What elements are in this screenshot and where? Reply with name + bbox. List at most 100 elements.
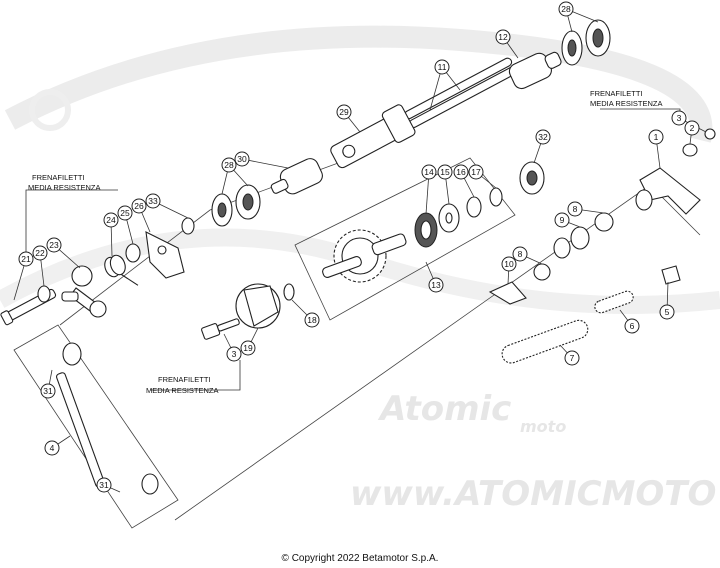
callout-31-lower: 31	[96, 477, 112, 493]
svg-text:13: 13	[431, 280, 441, 290]
svg-text:4: 4	[50, 443, 55, 453]
svg-text:32: 32	[538, 132, 548, 142]
callout-18: 16	[453, 164, 469, 180]
svg-text:11: 11	[438, 62, 447, 72]
svg-text:33: 33	[148, 196, 158, 206]
note-left-line2: MEDIA RESISTENZA	[28, 183, 101, 192]
callout-31-upper: 31	[40, 383, 56, 399]
callout-32: 32	[535, 129, 551, 145]
callout-15: 13	[428, 277, 444, 293]
callout-10: 10	[501, 256, 517, 272]
washer-8-lower	[533, 263, 551, 281]
svg-text:7: 7	[570, 353, 575, 363]
svg-text:8: 8	[518, 249, 523, 259]
ring-19	[489, 187, 503, 207]
washer-33	[181, 217, 195, 235]
svg-text:8: 8	[573, 204, 578, 214]
washer-8-upper	[594, 212, 614, 232]
svg-text:19: 19	[243, 343, 253, 353]
note-right-line1: FRENAFILETTI	[590, 89, 643, 98]
callout-4: 4	[44, 440, 60, 456]
svg-text:26: 26	[134, 201, 144, 211]
parts	[0, 19, 716, 495]
svg-text:18: 18	[307, 315, 317, 325]
svg-text:29: 29	[339, 107, 349, 117]
callout-33: 33	[145, 193, 161, 209]
spring-24	[104, 254, 139, 286]
callout-1: 1	[648, 129, 664, 145]
frame-idle-gear	[294, 157, 516, 321]
callout-21: 21	[18, 251, 34, 267]
svg-text:16: 16	[456, 167, 466, 177]
plate-26	[145, 231, 185, 279]
callout-3-lower: 3	[226, 346, 242, 362]
callout-9: 9	[554, 212, 570, 228]
svg-text:28: 28	[561, 4, 571, 14]
shaft-13	[404, 57, 517, 129]
callout-8-upper: 8	[567, 201, 583, 217]
callout-12: 18	[304, 312, 320, 328]
washer-2	[682, 143, 698, 157]
callout-14: 12	[495, 29, 511, 45]
spring-6	[594, 290, 634, 314]
svg-text:30: 30	[237, 154, 247, 164]
svg-text:24: 24	[106, 215, 116, 225]
svg-text:21: 21	[21, 254, 31, 264]
callout-29: 30	[234, 151, 250, 167]
svg-text:28: 28	[224, 160, 234, 170]
svg-text:17: 17	[471, 167, 481, 177]
callout-30: 29	[336, 104, 352, 120]
watermark-brand: Atomic	[377, 389, 511, 429]
svg-text:12: 12	[498, 32, 508, 42]
ring-12	[283, 283, 295, 301]
nut-3-right	[704, 128, 716, 140]
callout-28-lower: 28	[221, 157, 237, 173]
note-bottom-line1: FRENAFILETTI	[158, 375, 211, 384]
svg-text:3: 3	[677, 113, 682, 123]
lever-23	[61, 265, 107, 318]
copyright-text: © Copyright 2022 Betamotor S.p.A.	[281, 553, 439, 564]
bearing-9-b	[553, 237, 571, 259]
svg-text:10: 10	[504, 259, 514, 269]
svg-text:15: 15	[440, 167, 450, 177]
callout-28-upper: 28	[558, 1, 574, 17]
callout-17: 15	[437, 164, 453, 180]
callout-6: 6	[624, 318, 640, 334]
watermark-url: www.ATOMICMOTO	[350, 474, 716, 514]
svg-text:14: 14	[424, 167, 434, 177]
svg-text:6: 6	[630, 321, 635, 331]
callout-25: 25	[117, 205, 133, 221]
ratchet-11	[235, 283, 281, 329]
kickstart-lever-4	[56, 342, 159, 495]
svg-text:25: 25	[120, 208, 130, 218]
callout-19: 17	[468, 164, 484, 180]
svg-text:1: 1	[654, 132, 659, 142]
note-right-line2: MEDIA RESISTENZA	[590, 99, 663, 108]
bushing-14	[508, 51, 562, 90]
callout-11: 19	[240, 340, 256, 356]
svg-text:3: 3	[232, 349, 237, 359]
nut-25	[125, 243, 141, 263]
bearing-9-a	[570, 226, 590, 250]
ring-18	[466, 196, 482, 218]
callout-3-right: 3	[671, 110, 687, 126]
svg-text:22: 22	[35, 248, 45, 258]
fork-1	[635, 167, 701, 215]
bolt-3-lower	[201, 318, 240, 340]
callout-2: 2	[684, 120, 700, 136]
callout-7: 7	[564, 350, 580, 366]
callout-5: 5	[659, 304, 675, 320]
callout-8-lower: 8	[512, 246, 528, 262]
callout-26: 26	[131, 198, 147, 214]
svg-text:5: 5	[665, 307, 670, 317]
pawl-10	[488, 281, 527, 305]
note-bottom: FRENAFILETTI MEDIA RESISTENZA	[146, 375, 219, 395]
svg-text:31: 31	[99, 480, 109, 490]
callout-23: 23	[46, 237, 62, 253]
bracket-30	[330, 104, 416, 169]
callout-22: 22	[32, 245, 48, 261]
pin-5	[661, 265, 681, 285]
svg-text:2: 2	[690, 123, 695, 133]
